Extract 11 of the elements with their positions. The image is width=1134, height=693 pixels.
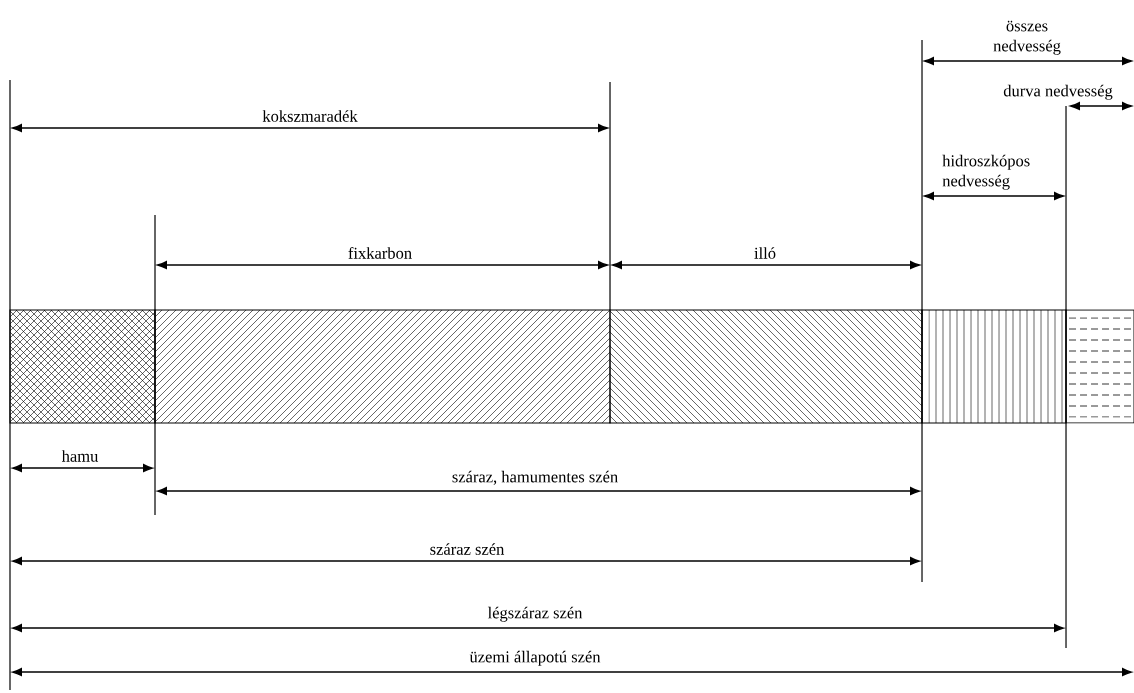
dimension-label: illó [754, 247, 776, 259]
dimension-label: összes nedvesség [993, 20, 1061, 55]
dimension-label: durva nedvesség [1003, 84, 1113, 100]
dimension-label: üzemi állapotú szén [469, 650, 601, 666]
dimension-label: kokszmaradék [262, 110, 358, 122]
dimension-label: fixkarbon [348, 247, 412, 259]
dimension-label: száraz, hamumentes szén [452, 470, 618, 485]
dimension-label: légszáraz szén [487, 606, 583, 622]
dimension-label: hidroszkópos nedvesség [942, 154, 1030, 190]
dimension-label: száraz szén [430, 543, 505, 555]
dimension-label: hamu [61, 450, 99, 462]
